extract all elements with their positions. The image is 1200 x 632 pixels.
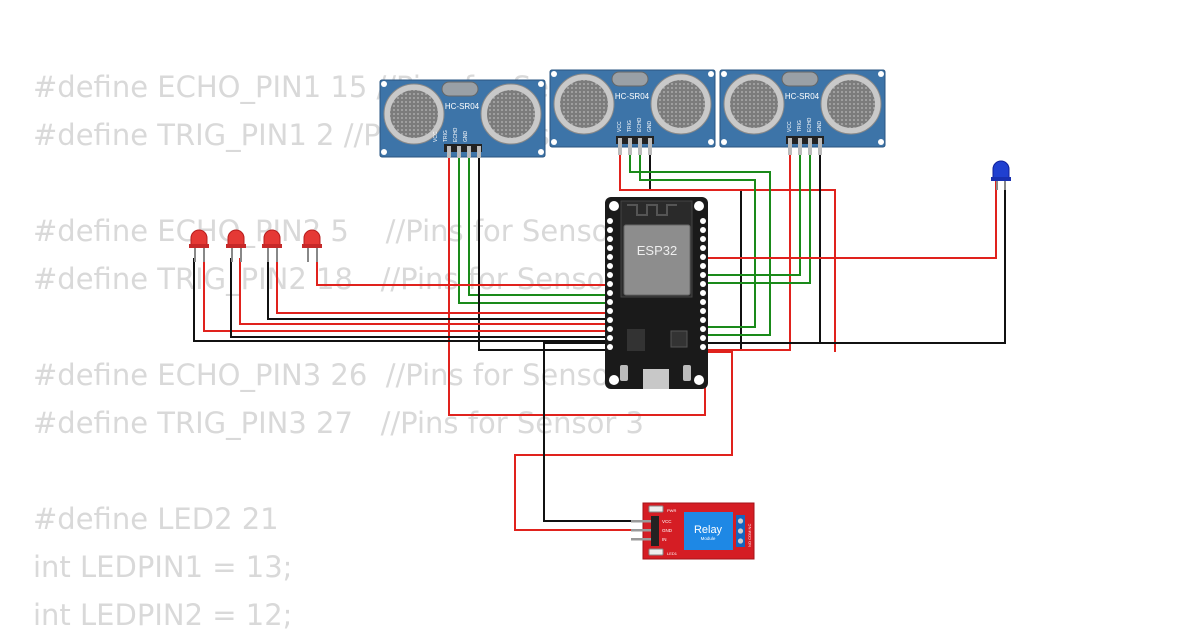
esp32-label: ESP32	[637, 243, 677, 258]
ultrasonic-sensor-2[interactable]: HC-SR04 VCC TRIG ECHO GND	[549, 69, 716, 155]
esp32-board[interactable]: ESP32	[605, 197, 708, 389]
code-line: int LEDPIN2 = 12;	[33, 598, 293, 632]
pin-label: ECHO	[807, 117, 813, 132]
relay-subtitle: Module	[701, 536, 716, 541]
red-led-4[interactable]	[302, 229, 322, 262]
code-line: #define ECHO_PIN2 5 //Pins for Sensor 2	[33, 214, 650, 248]
wires	[193, 155, 1006, 531]
code-line: #define TRIG_PIN3 27 //Pins for Sensor 3	[33, 406, 644, 440]
red-led-3[interactable]	[262, 229, 282, 262]
sensor-model-label: HC-SR04	[615, 92, 650, 101]
wire-s1-trig[interactable]	[458, 155, 610, 304]
wire-relay-vcc[interactable]	[514, 351, 733, 531]
pin-label: GND	[817, 121, 823, 133]
pin-label: TRIG	[443, 130, 449, 142]
wire-s2-echo[interactable]	[639, 155, 756, 328]
pin-label: VCC	[433, 131, 439, 142]
code-line: #define LED2 21	[33, 502, 279, 536]
sensor-model-label: HC-SR04	[785, 92, 820, 101]
wire-led2-anode[interactable]	[239, 258, 610, 325]
wire-led3-anode[interactable]	[276, 258, 610, 314]
pin-label: ECHO	[453, 127, 459, 142]
wire-led3-gnd[interactable]	[267, 258, 610, 320]
wire-led1-anode[interactable]	[203, 258, 610, 332]
wire-blue-led-anode[interactable]	[706, 180, 997, 259]
wire-led2-gnd[interactable]	[230, 258, 610, 338]
esp32-left-pins	[607, 218, 613, 350]
relay-pwr-label: PWR	[667, 508, 676, 513]
wire-relay-gnd[interactable]	[543, 342, 640, 522]
pin-label: GND	[647, 121, 653, 133]
red-led-1[interactable]	[189, 229, 209, 262]
pin-label: ECHO	[637, 117, 643, 132]
blue-led[interactable]	[991, 160, 1011, 190]
wire-s2-trig[interactable]	[629, 155, 771, 336]
relay-title: Relay	[694, 524, 723, 536]
pin-label: TRIG	[797, 120, 803, 132]
code-line: int LEDPIN1 = 13;	[33, 550, 293, 584]
wire-s1-gnd[interactable]	[478, 155, 742, 351]
relay-pin-label: VCC	[662, 519, 672, 524]
wire-s3-trig[interactable]	[706, 155, 801, 276]
wire-led4-anode[interactable]	[316, 258, 610, 286]
wire-s3-echo[interactable]	[706, 155, 811, 284]
pin-label: VCC	[617, 121, 623, 132]
red-led-2[interactable]	[226, 229, 246, 262]
ultrasonic-sensor-1[interactable]: HC-SR04 VCC TRIG ECHO GND	[379, 79, 546, 158]
relay-side-label: NO COM NC	[747, 524, 752, 547]
relay-led-label: LED1	[667, 551, 678, 556]
relay-module[interactable]: PWR LED1 VCC GND IN Relay Module NO COM …	[631, 502, 755, 560]
wire-s2-vcc[interactable]	[619, 155, 836, 352]
ultrasonic-sensor-3[interactable]: HC-SR04 VCC TRIG ECHO GND	[719, 69, 886, 155]
wire-led1-gnd[interactable]	[193, 258, 610, 342]
wire-s3-gnd[interactable]	[706, 155, 821, 344]
wire-blue-led-gnd[interactable]	[820, 182, 1006, 344]
wire-s1-echo[interactable]	[468, 155, 610, 296]
pin-label: TRIG	[627, 120, 633, 132]
sensor-model-label: HC-SR04	[445, 102, 480, 111]
relay-pin-label: GND	[662, 528, 673, 533]
relay-pin-label: IN	[662, 537, 667, 542]
wire-s3-vcc[interactable]	[706, 155, 791, 351]
esp32-right-pins	[700, 218, 706, 350]
pin-label: GND	[463, 131, 469, 143]
pin-label: VCC	[787, 121, 793, 132]
